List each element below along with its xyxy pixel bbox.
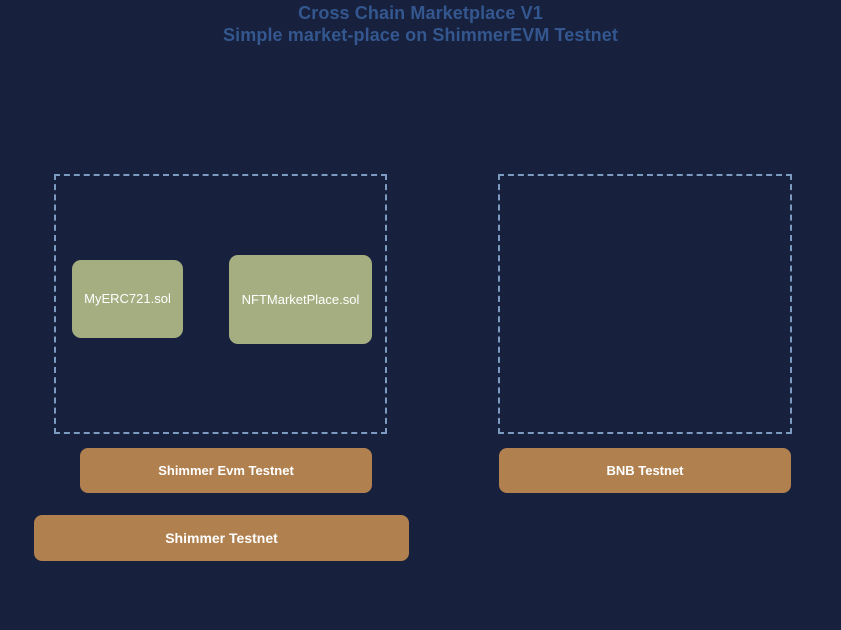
network-bar-bnb-testnet[interactable]: BNB Testnet (499, 448, 791, 493)
contract-node-myerc721[interactable]: MyERC721.sol (72, 260, 183, 338)
contract-node-nftmarketplace[interactable]: NFTMarketPlace.sol (229, 255, 372, 344)
contract-node-label: MyERC721.sol (84, 291, 171, 306)
network-bar-shimmer-testnet[interactable]: Shimmer Testnet (34, 515, 409, 561)
group-container-shimmer-evm (54, 174, 387, 434)
group-container-bnb (498, 174, 792, 434)
title-subtitle: Simple market-place on ShimmerEVM Testne… (223, 25, 618, 45)
network-bar-shimmer-evm-testnet[interactable]: Shimmer Evm Testnet (80, 448, 372, 493)
page-title: Cross Chain Marketplace V1 Simple market… (0, 0, 841, 46)
title-main: Cross Chain Marketplace V1 (298, 3, 543, 23)
network-bar-label: Shimmer Testnet (165, 529, 278, 546)
network-bar-label: Shimmer Evm Testnet (158, 462, 294, 478)
network-bar-label: BNB Testnet (606, 462, 684, 478)
contract-node-label: NFTMarketPlace.sol (241, 291, 360, 307)
